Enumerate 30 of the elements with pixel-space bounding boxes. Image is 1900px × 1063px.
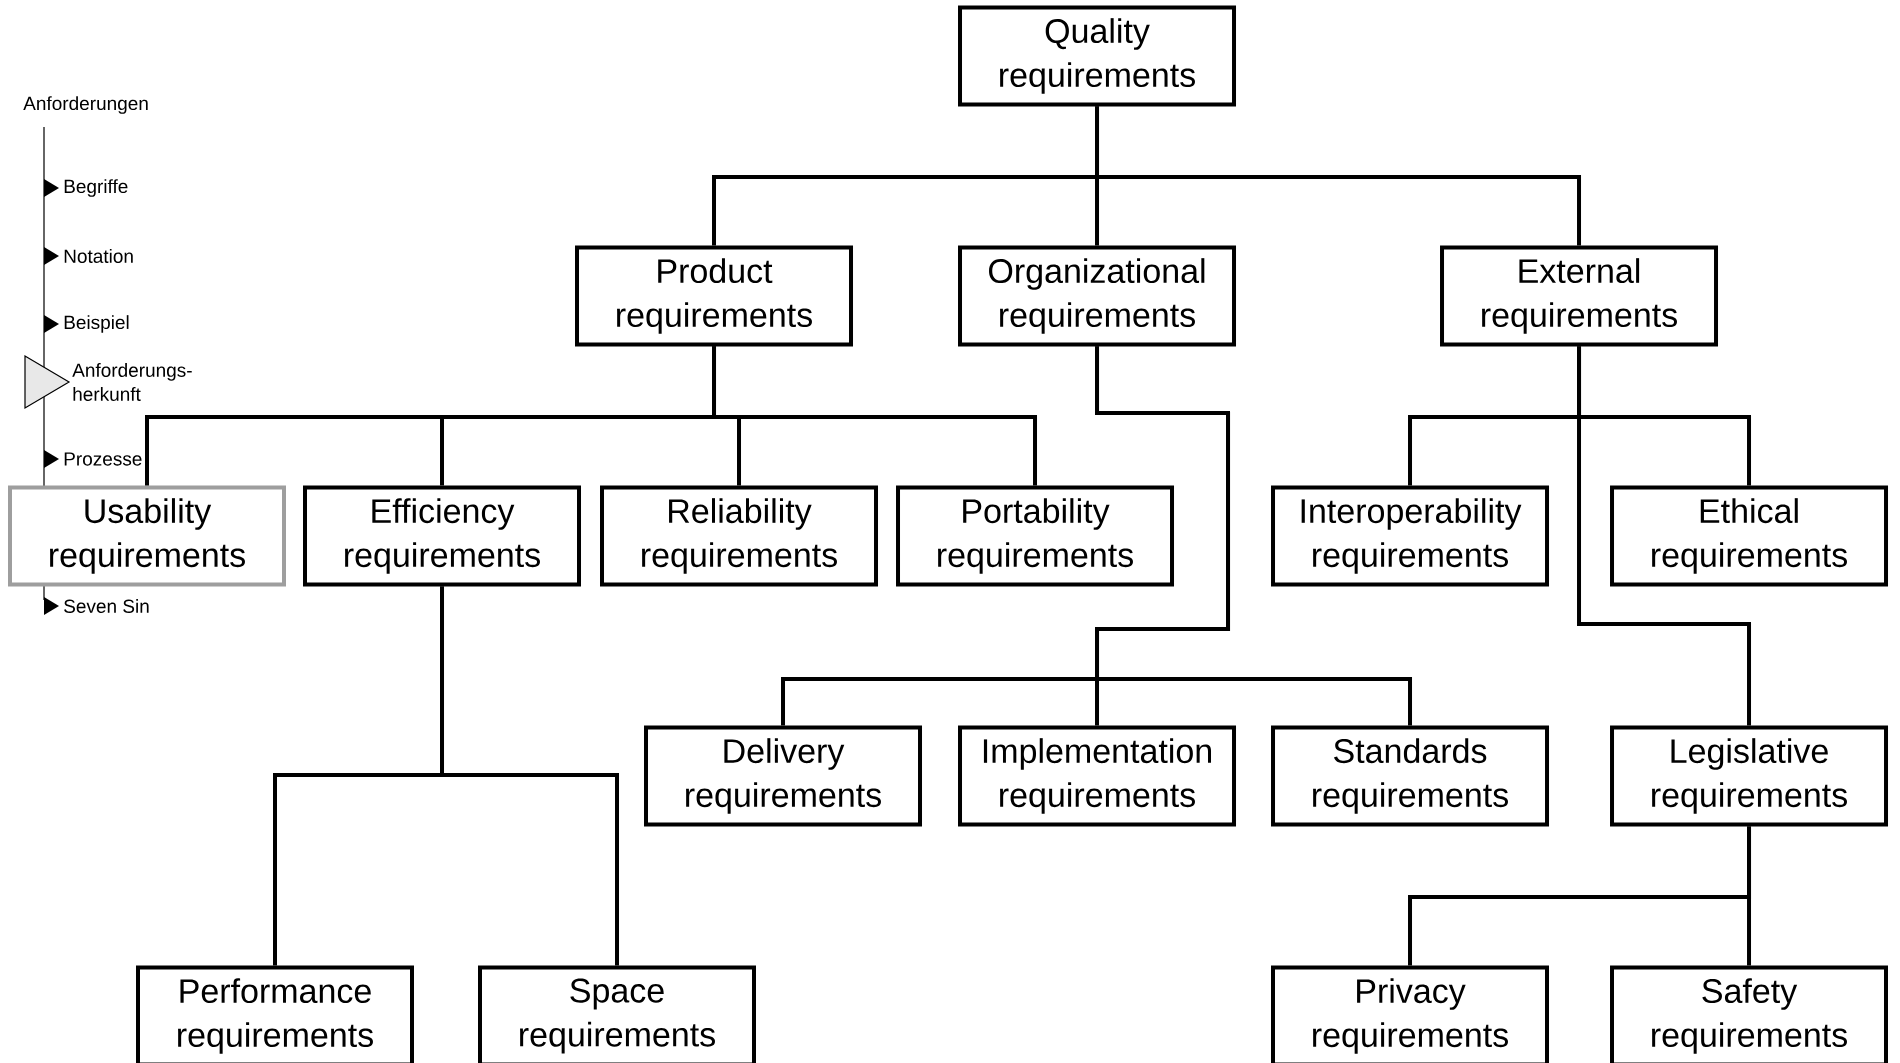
connector: [1747, 826, 1751, 966]
requirement-box: Space requirements: [478, 965, 756, 1063]
requirement-box: Efficiency requirements: [303, 485, 581, 587]
requirement-box: Delivery requirements: [644, 725, 922, 827]
connector: [1095, 346, 1412, 726]
connector: [1577, 346, 1751, 726]
connector: [1095, 106, 1581, 246]
requirement-box: Interoperability requirements: [1271, 485, 1549, 587]
requirement-box: Product requirements: [575, 245, 853, 347]
nav-item: Anforderungs- herkunft: [72, 363, 192, 401]
requirement-box: Reliability requirements: [600, 485, 878, 587]
requirement-box: Legislative requirements: [1610, 725, 1888, 827]
nav-item: Beispiel: [64, 315, 129, 333]
nav-item: Notation: [64, 249, 133, 263]
requirement-box: Usability requirements: [8, 485, 286, 587]
nav-item: Begriffe: [64, 179, 128, 197]
connector: [712, 346, 1037, 486]
requirement-box: Standards requirements: [1271, 725, 1549, 827]
requirement-box: Implementation requirements: [958, 725, 1236, 827]
requirement-box: Safety requirements: [1610, 965, 1888, 1063]
requirement-box: Organizational requirements: [958, 245, 1236, 347]
connector: [440, 586, 619, 966]
requirement-box: Performance requirements: [136, 965, 414, 1063]
requirement-box: Portability requirements: [896, 485, 1174, 587]
requirement-box: External requirements: [1440, 245, 1718, 347]
requirement-box: Ethical requirements: [1610, 485, 1888, 587]
requirement-box: Privacy requirements: [1271, 965, 1549, 1063]
requirement-box: Quality requirements: [958, 5, 1236, 107]
nav-item: Prozesse: [64, 452, 142, 466]
nav-item: Anforderungen: [23, 96, 148, 114]
